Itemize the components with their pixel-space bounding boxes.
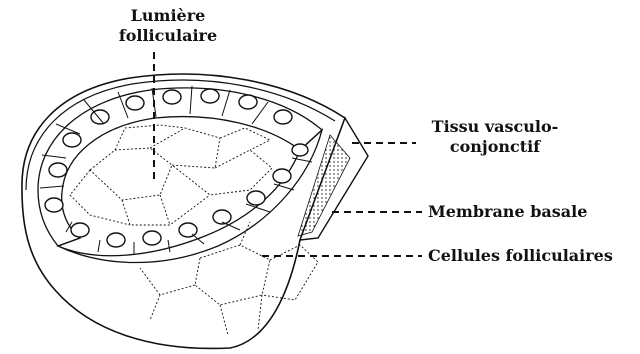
- label-lumiere-folliculaire: Lumière folliculaire: [104, 6, 232, 46]
- label-tissu-line2: conjonctif: [420, 137, 570, 157]
- label-tissu-vasculo-conjonctif: Tissu vasculo- conjonctif: [420, 117, 570, 157]
- label-membrane-basale: Membrane basale: [428, 202, 587, 222]
- label-lumiere-line2: folliculaire: [104, 26, 232, 46]
- label-lumiere-line1: Lumière: [104, 6, 232, 26]
- label-tissu-line1: Tissu vasculo-: [420, 117, 570, 137]
- label-cellules-folliculaires: Cellules folliculaires: [428, 246, 613, 266]
